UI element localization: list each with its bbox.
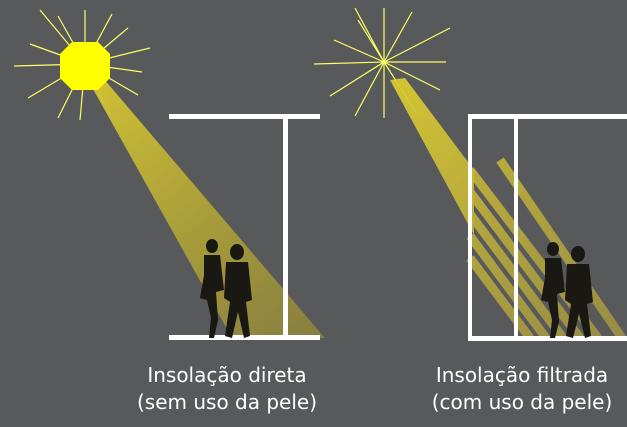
shelter-structure-right	[468, 114, 627, 341]
direct-sunbeam	[88, 78, 325, 338]
caption-filtered-title: Insolação filtrada	[435, 363, 609, 387]
incoming-sunbeam	[390, 78, 474, 235]
caption-filtered-subtitle: (com uso da pele)	[431, 390, 613, 414]
caption-filtered-insolation: Insolação filtrada (com uso da pele)	[392, 362, 627, 416]
sun-icon	[60, 42, 110, 90]
filtered-light-stripes	[466, 157, 626, 341]
sun-rays-right	[313, 7, 451, 118]
couple-walking-silhouette-right	[541, 242, 593, 338]
caption-direct-insolation: Insolação direta (sem uso da pele)	[104, 362, 350, 416]
panel-direct-insolation	[13, 9, 325, 340]
caption-direct-subtitle: (sem uso da pele)	[136, 390, 318, 414]
couple-walking-silhouette-left	[200, 239, 252, 338]
panel-filtered-insolation	[313, 7, 627, 341]
caption-direct-title: Insolação direta	[147, 363, 307, 387]
